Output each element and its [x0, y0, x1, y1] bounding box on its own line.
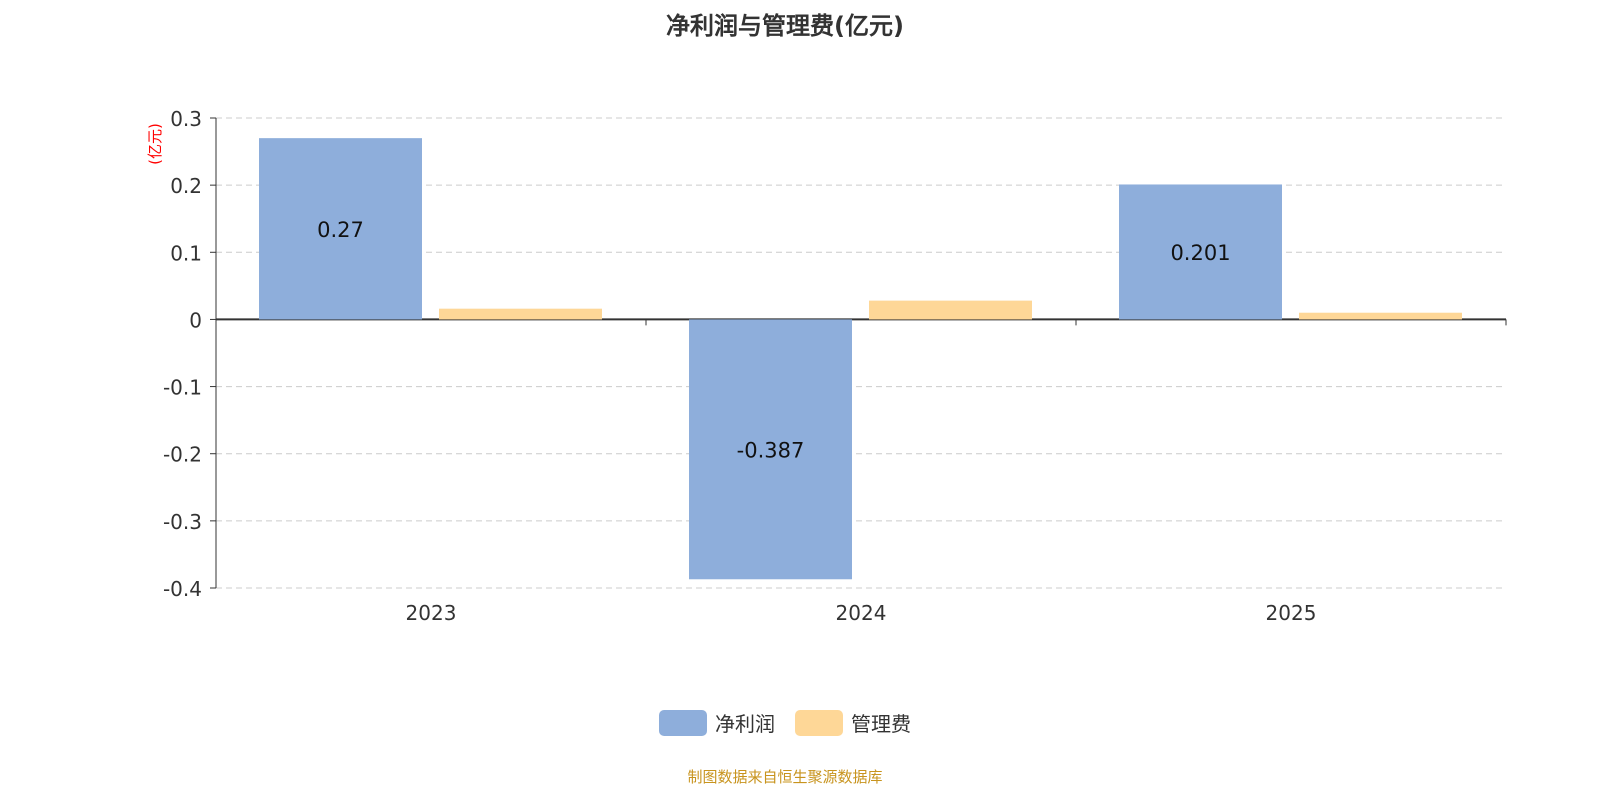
- bar-admin-expense: [439, 308, 602, 320]
- data-label: 0.201: [1170, 241, 1230, 265]
- data-label: -0.387: [737, 438, 805, 462]
- bar-admin-expense: [1299, 312, 1462, 320]
- legend-swatch: [795, 709, 843, 736]
- y-tick-label: 0: [189, 308, 202, 332]
- bar-net-profit: [259, 138, 422, 320]
- bar-net-profit: [689, 319, 852, 580]
- y-tick-label: 0.1: [170, 241, 202, 265]
- x-tick-label: 2023: [406, 601, 457, 625]
- legend-swatch: [659, 709, 707, 736]
- bar-net-profit: [1119, 184, 1282, 320]
- chart-title: 净利润与管理费(亿元): [666, 12, 904, 40]
- legend: 净利润 管理费: [0, 708, 1570, 737]
- x-tick-label: 2024: [836, 601, 887, 625]
- legend-item-admin-expense[interactable]: 管理费: [795, 708, 911, 737]
- y-tick-label: -0.2: [163, 443, 202, 467]
- legend-label: 管理费: [851, 712, 911, 736]
- y-tick-label: 0.3: [170, 107, 202, 131]
- bar-admin-expense: [869, 300, 1032, 320]
- data-source: 制图数据来自恒生聚源数据库: [687, 768, 883, 786]
- legend-label: 净利润: [715, 712, 775, 736]
- y-tick-label: -0.1: [163, 376, 202, 400]
- data-label: 0.27: [317, 218, 364, 242]
- y-tick-label: 0.2: [170, 174, 202, 198]
- y-axis-label: (亿元): [146, 123, 164, 165]
- x-tick-label: 2025: [1266, 601, 1317, 625]
- y-tick-label: -0.4: [163, 577, 202, 601]
- bar-chart: 0.3 0.2 0.1 0 -0.1 -0.2 -0.3 -0.4 (亿元) 2023 0.27 20…: [146, 107, 1507, 625]
- y-tick-label: -0.3: [163, 510, 202, 534]
- legend-item-net-profit[interactable]: 净利润: [659, 708, 775, 737]
